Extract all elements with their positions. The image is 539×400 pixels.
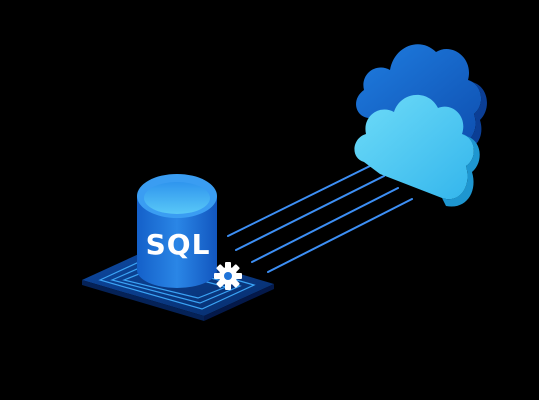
connector-line [235, 175, 385, 251]
connector-line [267, 198, 413, 273]
connector-line [227, 164, 373, 237]
database-cylinder-icon: SQL [137, 174, 217, 288]
connector-lines [227, 164, 413, 273]
cloud-icon [354, 94, 480, 207]
connector-line [251, 187, 399, 263]
gear-icon [214, 262, 242, 290]
database-label: SQL [146, 228, 211, 261]
